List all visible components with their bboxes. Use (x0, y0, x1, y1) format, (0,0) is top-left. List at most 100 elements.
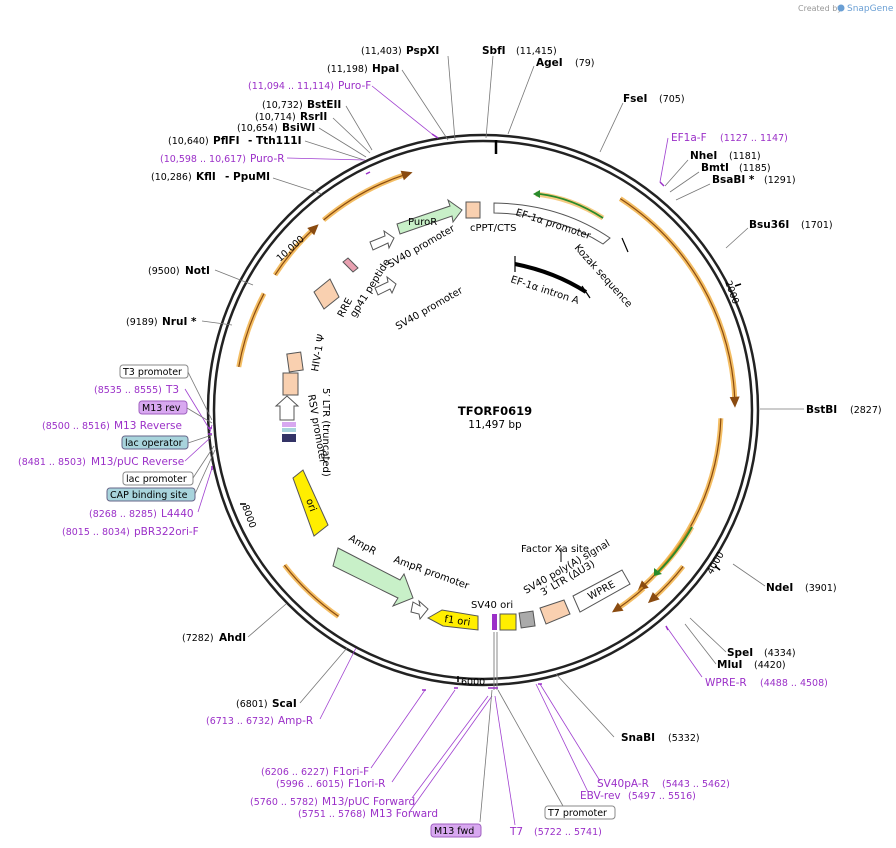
primer-m13puc-rev-name: M13/pUC Reverse (91, 456, 184, 468)
ltr-trunc-label: 5′ LTR (truncated) (320, 388, 331, 477)
site-pspxi-name: PspXI (406, 45, 439, 57)
tick-10000: 10,000 (275, 234, 307, 264)
site-ndei-name: NdeI (766, 582, 793, 594)
ori-shape (292, 469, 329, 537)
primer-m13fwd-range: (5751 .. 5768) (298, 809, 366, 820)
site-pflfi-name: PflFI (213, 135, 240, 147)
site-fsei-name: FseI (623, 93, 647, 105)
orf-arrowhead (647, 592, 660, 604)
t3-promoter-label: T3 promoter (122, 367, 182, 378)
site-bsu36i-name: Bsu36I (749, 219, 789, 231)
primer-puro-f-range: (11,094 .. 11,114) (248, 81, 334, 92)
ef1a-promoter-shape (493, 202, 611, 245)
site-spei-name: SpeI (727, 647, 753, 659)
wpre-shape (572, 569, 631, 613)
enzyme-labels-right: SbfI (11,415) AgeI (79) FseI (705) NheI … (482, 45, 882, 744)
primer-amp-r-range: (6713 .. 6732) (206, 716, 274, 727)
site-kfli-pos: (10,286) (151, 172, 192, 183)
site-agei-pos: (79) (575, 58, 595, 69)
primer-f1ori-r-range: (5996 .. 6015) (276, 779, 344, 790)
ori-label: ori (303, 497, 318, 513)
site-hpai-pos: (11,198) (327, 64, 368, 75)
ampr-label: AmpR (347, 533, 378, 557)
lac-promoter-label: lac promoter (126, 474, 187, 485)
site-bsteii-name: BstEII (307, 99, 341, 111)
site-pflfi-pos: (10,640) (168, 136, 209, 147)
sv40-promoter-mid-label: SV40 promoter (394, 285, 466, 333)
primer-m13rev-name: M13 Reverse (114, 420, 182, 432)
site-bsiwi-pos: (10,654) (237, 123, 278, 134)
tick-8000: 8000 (239, 503, 258, 529)
site-noti-pos: (9500) (148, 266, 180, 277)
m13-rev-label: M13 rev (142, 403, 181, 414)
site-rsrii-pos: (10,714) (255, 112, 296, 123)
ef1a-intron-arc (514, 262, 588, 294)
primer-labels: (11,094 .. 11,114) Puro-F (10,598 .. 10,… (18, 80, 828, 838)
orf-arrowhead (307, 224, 319, 236)
f1-ori-shape (426, 609, 479, 631)
site-hpai-name: HpaI (372, 63, 399, 75)
site-mlui-name: MluI (717, 659, 742, 671)
tick-6000: 6000 (461, 677, 485, 688)
site-bsabi-name: BsaBI * (712, 174, 755, 186)
site-pspxi-pos: (11,403) (361, 46, 402, 57)
cap-binding-site-label: CAP binding site (110, 490, 188, 501)
primer-t3-name: T3 (165, 384, 179, 396)
primer-wpre-r-range: (4488 .. 4508) (760, 678, 828, 689)
orf-arrowhead (400, 170, 413, 181)
primer-l4440-range: (8268 .. 8285) (89, 509, 157, 520)
lac-operator-label: lac operator (125, 438, 183, 449)
primer-ebv-rev-name: EBV-rev (580, 790, 621, 802)
ef1a-intron-label: EF-1α intron A (509, 274, 580, 307)
plasmid-name: TFORF0619 (458, 404, 532, 418)
snapgene-logo-icon (837, 4, 845, 12)
primer-m13fwd-name: M13 Forward (370, 808, 438, 820)
site-nhei-pos: (1181) (729, 151, 761, 162)
primer-pbr322-name: pBR322ori-F (134, 526, 199, 538)
primer-sv40pa-r-name: SV40pA-R (597, 778, 649, 790)
plasmid-size: 11,497 bp (468, 419, 522, 431)
backbone (206, 133, 760, 687)
snapgene-brand: Created by SnapGene (798, 4, 894, 14)
site-nhei-name: NheI (690, 150, 717, 162)
site-noti-name: NotI (185, 265, 210, 277)
primer-m13puc-fwd-range: (5760 .. 5782) (250, 797, 318, 808)
site-bsteii-pos: (10,732) (262, 100, 303, 111)
primer-puro-f-name: Puro-F (338, 80, 371, 92)
cppt-label: cPPT/CTS (470, 223, 516, 234)
site-bstbi-pos: (2827) (850, 405, 882, 416)
primer-ebv-rev-range: (5497 .. 5516) (628, 791, 696, 802)
orf-arc (321, 171, 408, 222)
site-nrui-pos: (9189) (126, 317, 158, 328)
site-bsabi-pos: (1291) (764, 175, 796, 186)
site-scai-name: ScaI (272, 698, 297, 710)
puror-arrow (396, 198, 463, 235)
site-ndei-pos: (3901) (805, 583, 837, 594)
inner-features: EF-1α promoter Kozak sequence EF-1α intr… (274, 198, 634, 690)
site-fsei-pos: (705) (659, 94, 685, 105)
boxed-labels: T3 promoter M13 rev lac operator lac pro… (106, 364, 616, 838)
site-ahdi-pos: (7282) (182, 633, 214, 644)
brand-prefix: Created by (798, 4, 842, 13)
site-snabi-name: SnaBI (621, 732, 655, 744)
orf-arc-core (619, 198, 736, 402)
primer-puro-r-range: (10,598 .. 10,617) (160, 154, 246, 165)
site-snabi-pos: (5332) (668, 733, 700, 744)
primer-sv40pa-r-range: (5443 .. 5462) (662, 779, 730, 790)
site-bmti-name: BmtI (701, 162, 729, 174)
site-mlui-pos: (4420) (754, 660, 786, 671)
site-bstbi-name: BstBI (806, 404, 837, 416)
primer-l4440-name: L4440 (161, 508, 194, 520)
orf-arc-core (616, 587, 644, 610)
cppt-box (465, 201, 481, 219)
primer-ef1a-f-range: (1127 .. 1147) (720, 133, 788, 144)
site-leaders (201, 55, 804, 738)
site-bmti-pos: (1185) (739, 163, 771, 174)
primer-m13puc-rev-range: (8481 .. 8503) (18, 457, 86, 468)
primer-puro-r-name: Puro-R (250, 153, 285, 165)
t7-promoter-label: T7 promoter (547, 808, 607, 819)
orf-arcs (236, 170, 740, 619)
brand-name: SnapGene (847, 4, 894, 14)
primer-f1ori-f-name: F1ori-F (333, 766, 369, 778)
